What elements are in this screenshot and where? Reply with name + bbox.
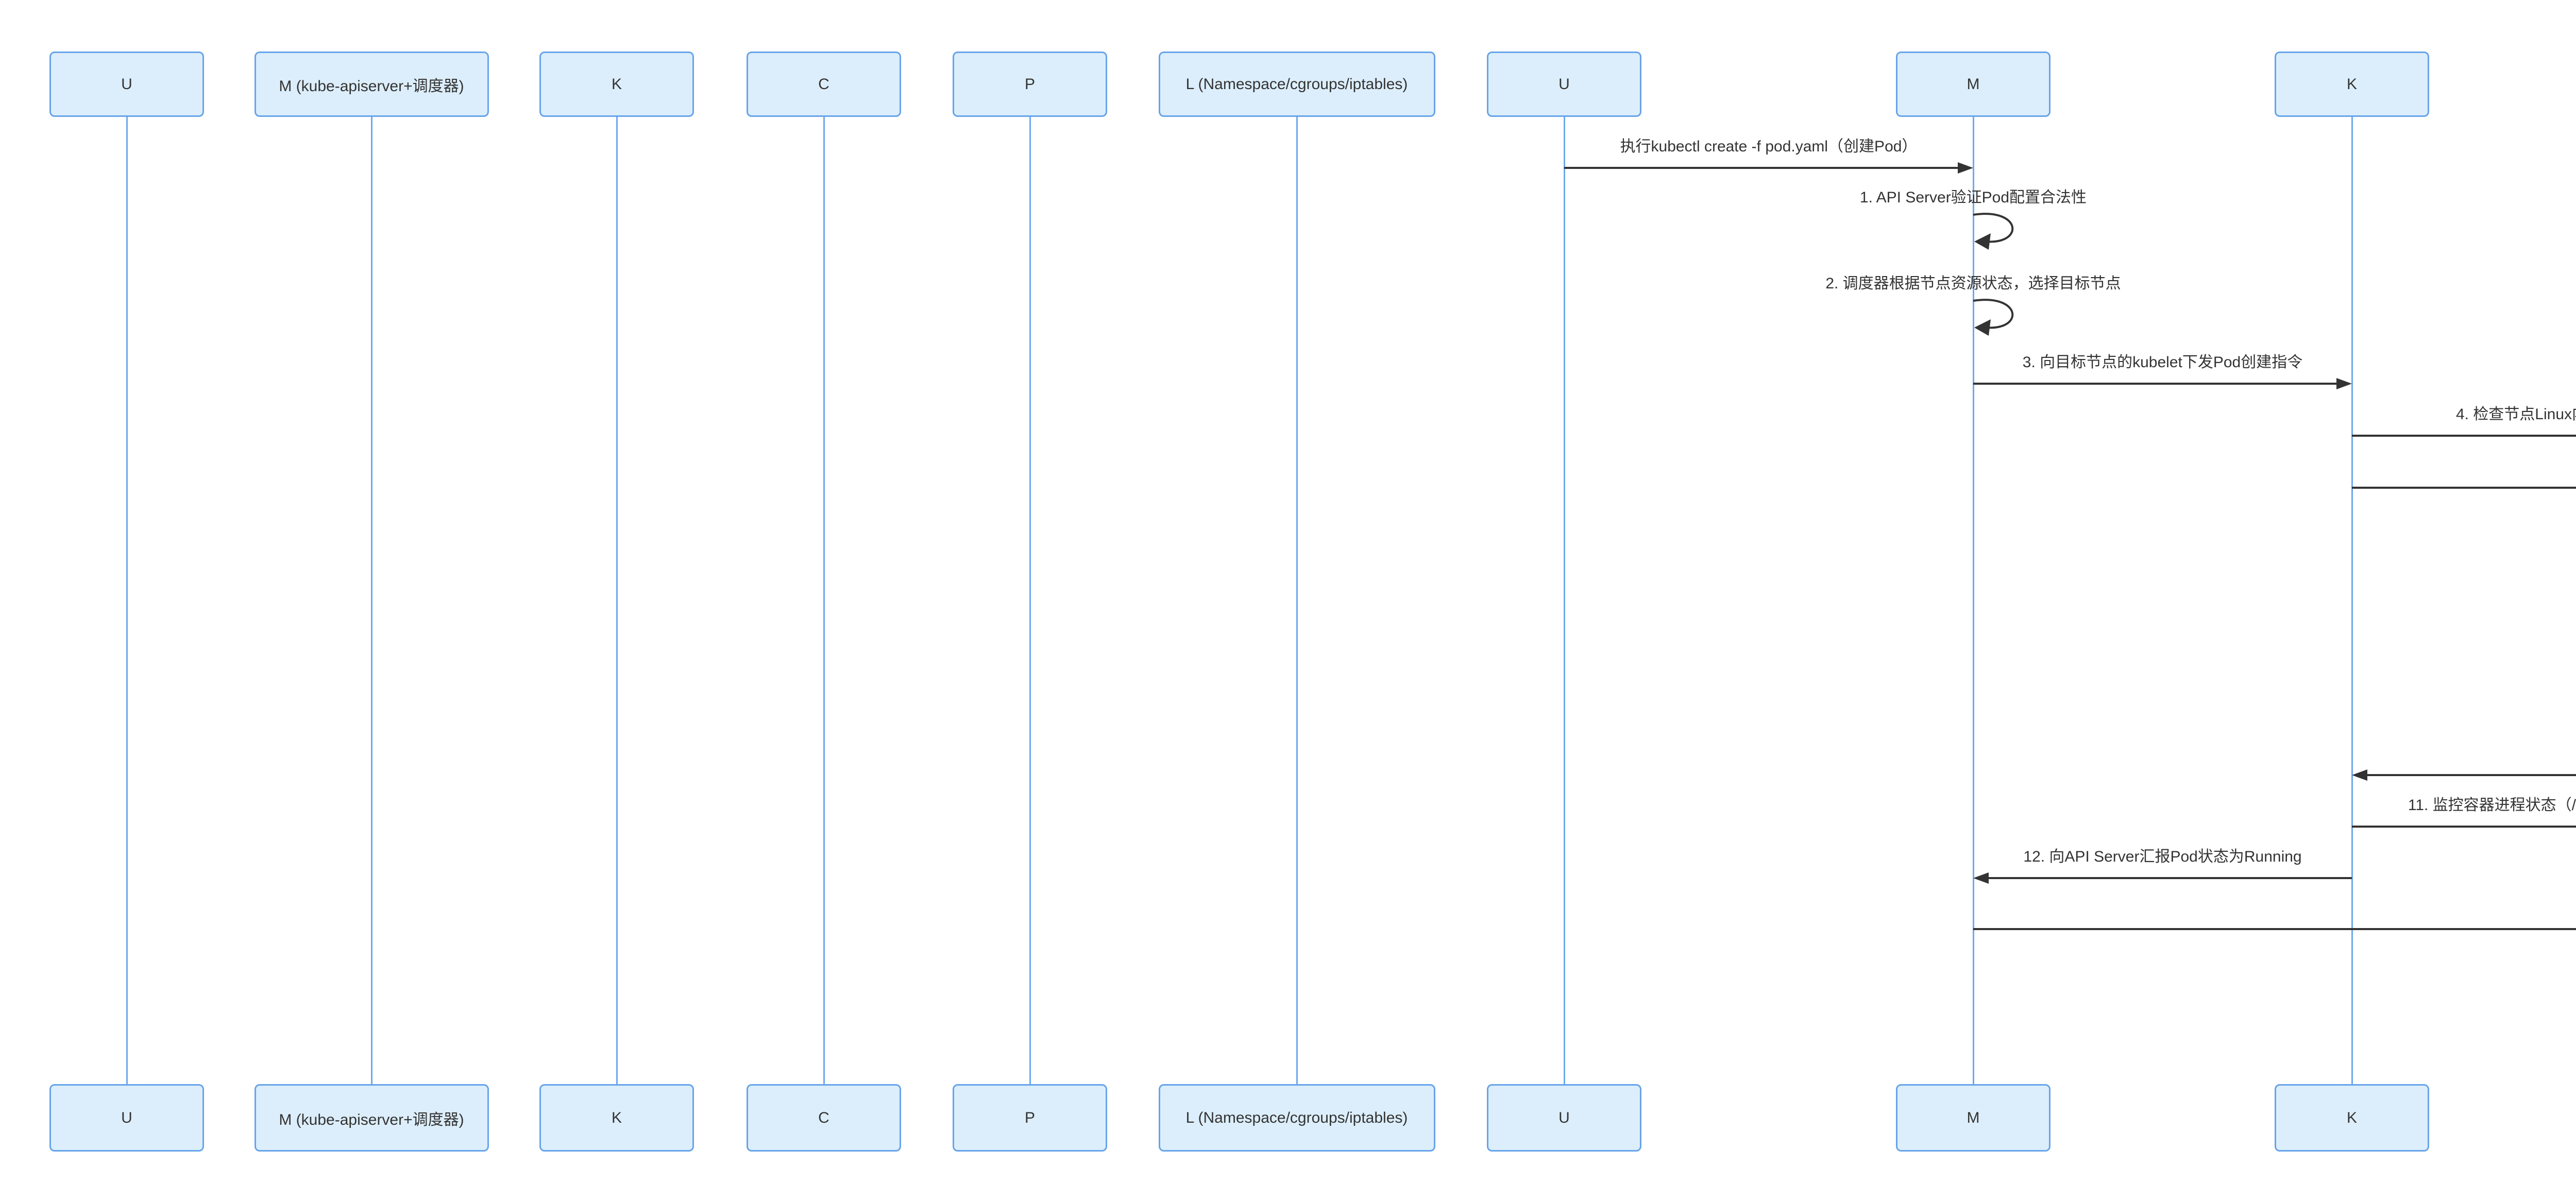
- message-label: 11. 监控容器进程状态（/proc）和资源使用（cgroups统计）: [2408, 797, 2576, 814]
- message-label: 执行kubectl create -f pod.yaml（创建Pod）: [1620, 138, 1918, 155]
- actor-bottom-k2: K: [2275, 1084, 2429, 1152]
- actor-label: K: [611, 75, 622, 93]
- message-arrowhead: [1973, 872, 1989, 884]
- lifeline-l1: [1296, 116, 1298, 1085]
- lifeline-p1: [1029, 116, 1031, 1085]
- actor-bottom-m1: M (kube-apiserver+调度器): [254, 1084, 489, 1152]
- actor-top-k2: K: [2275, 52, 2429, 117]
- self-message-arc: [1973, 299, 2014, 329]
- self-message-arrowhead: [1974, 233, 1991, 250]
- lifeline-m1: [370, 116, 372, 1085]
- message-label: 1. API Server验证Pod配置合法性: [1859, 189, 2087, 206]
- actor-bottom-u1: U: [49, 1084, 204, 1152]
- lifeline-u1: [126, 116, 128, 1085]
- lifeline-m2: [1972, 116, 1974, 1085]
- actor-label: L (Namespace/cgroups/iptables): [1185, 1109, 1408, 1126]
- actor-top-m2: M: [1896, 52, 2050, 117]
- self-message-arrowhead: [1974, 319, 1991, 336]
- actor-label: K: [611, 1109, 622, 1126]
- actor-label: U: [121, 1109, 132, 1126]
- message-arrowhead: [2352, 769, 2367, 781]
- actor-top-l1: L (Namespace/cgroups/iptables): [1158, 52, 1435, 117]
- actor-top-u1: U: [49, 52, 204, 117]
- actor-top-c1: C: [747, 52, 901, 117]
- actor-label: M (kube-apiserver+调度器): [279, 77, 464, 95]
- actor-label: P: [1024, 1109, 1035, 1126]
- actor-top-k1: K: [539, 52, 694, 117]
- message-arrowhead: [1958, 162, 1973, 174]
- actor-label: M (kube-apiserver+调度器): [279, 1111, 464, 1128]
- actor-label: U: [121, 75, 132, 93]
- actor-top-p1: P: [953, 52, 1107, 117]
- actor-label: M: [1967, 1109, 1980, 1126]
- message-label: 2. 调度器根据节点资源状态，选择目标节点: [1825, 275, 2121, 292]
- lifeline-u2: [1563, 116, 1565, 1085]
- actor-label: K: [2346, 1109, 2357, 1126]
- lifeline-c1: [823, 116, 825, 1085]
- actor-label: C: [818, 75, 829, 93]
- actor-top-u2: U: [1487, 52, 1641, 117]
- actor-top-m1: M (kube-apiserver+调度器): [254, 52, 489, 117]
- actor-bottom-k1: K: [539, 1084, 694, 1152]
- actor-label: C: [818, 1109, 829, 1126]
- message-label: 3. 向目标节点的kubelet下发Pod创建指令: [2022, 354, 2303, 371]
- lifeline-k2: [2351, 116, 2353, 1085]
- actor-bottom-c1: C: [747, 1084, 901, 1152]
- message-label: 4. 检查节点Linux内核资源（CPU/内存/磁盘）: [2455, 406, 2576, 423]
- actor-bottom-m2: M: [1896, 1084, 2050, 1152]
- message-arrowhead: [2336, 378, 2352, 389]
- actor-label: U: [1558, 1109, 1570, 1126]
- actor-label: M: [1967, 75, 1980, 93]
- actor-bottom-p1: P: [953, 1084, 1107, 1152]
- actor-label: L (Namespace/cgroups/iptables): [1185, 75, 1408, 93]
- actor-label: P: [1024, 75, 1035, 93]
- actor-label: U: [1558, 75, 1570, 93]
- actor-bottom-u2: U: [1487, 1084, 1641, 1152]
- lifeline-k1: [616, 116, 618, 1085]
- self-message-arc: [1973, 213, 2014, 243]
- actor-bottom-l1: L (Namespace/cgroups/iptables): [1158, 1084, 1435, 1152]
- message-label: 12. 向API Server汇报Pod状态为Running: [2023, 848, 2302, 865]
- actor-label: K: [2346, 75, 2357, 93]
